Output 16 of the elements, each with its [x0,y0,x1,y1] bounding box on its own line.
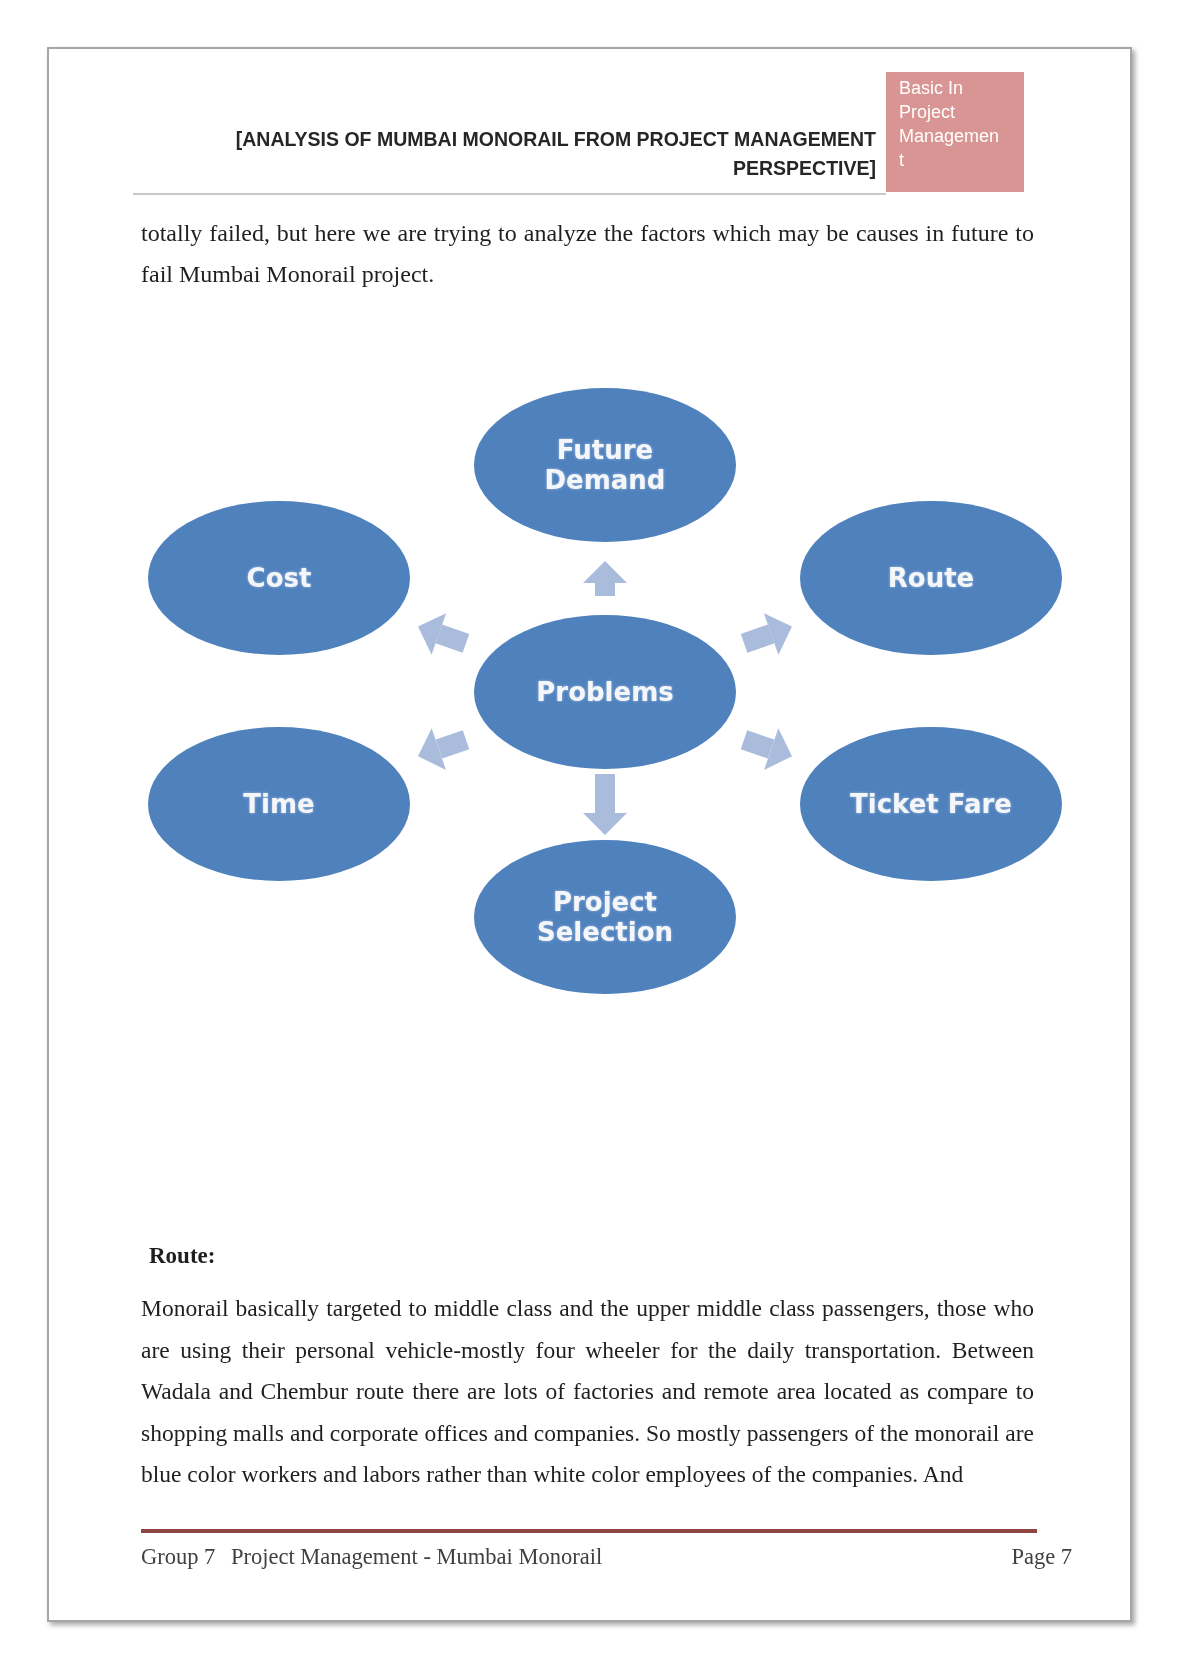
topic-label: Time [243,789,315,819]
topic-label: Problems [536,677,674,707]
footer-text: Group 7 [141,1544,216,1570]
header-tag [886,72,1024,192]
tag-text: Basic In Project Management [899,77,1001,172]
body-paragraph: Monorail basically targeted to middle class and the upper middle class passengers, those who are using their personal vehicle-mostly four wheeler for the daily transportation. Between Wadala and Chembur route there are lots of factories and remote area located as compare to shopping malls and corporate offices and companies. So mostly passengers of the monorail are blue color workers and labors rather than white color employees of the companies. And [141,1294,1034,1489]
topic-label: Project Selection [536,887,674,947]
topic-label: Cost [246,563,312,593]
running-header: [ANALYSIS OF MUMBAI MONORAIL FROM PROJECT MANAGEMENT PERSPECTIVE] [234,127,876,181]
topic-label: Ticket Fare [850,789,1012,819]
topic-label: Route [887,563,975,593]
footer-text: Project Management - Mumbai Monorail [231,1544,603,1570]
section-heading: Route: [149,1242,216,1270]
body-paragraph: totally failed, but here we are trying to analyze the factors which may be causes in future to fail Mumbai Monorail project. [141,219,1034,289]
page-number: Page 7 [1011,1544,1072,1570]
topic-label: Future Demand [543,435,667,495]
